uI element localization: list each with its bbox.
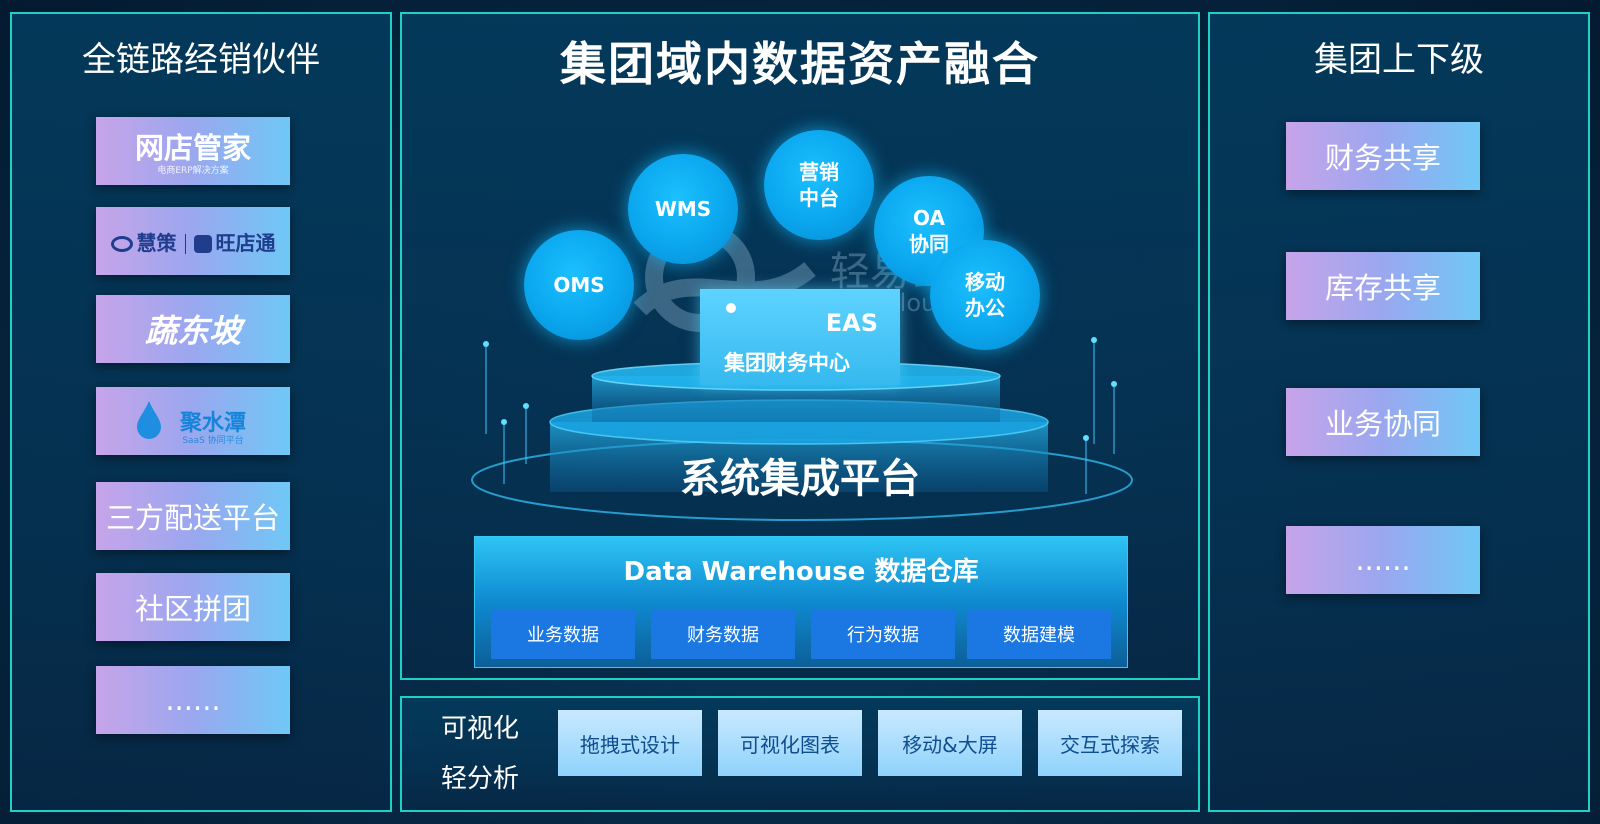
data-warehouse-title: Data Warehouse 数据仓库 — [623, 557, 979, 587]
partner-card-group-buy[interactable]: 社区拼团 — [96, 573, 290, 641]
glow-dot — [501, 419, 507, 425]
glow-dot — [483, 341, 489, 347]
group-card-more[interactable]: ...... — [1286, 526, 1480, 594]
status-dot — [726, 303, 736, 313]
eas-finance-center[interactable]: EAS 集团财务中心 — [700, 289, 900, 385]
partner-card-wangdian[interactable]: 网店管家 电商ERP解决方案 — [96, 117, 290, 185]
partner-name: 旺店通 — [215, 230, 276, 255]
visual-analytics-panel: 可视化 轻分析 拖拽式设计 可视化图表 移动&大屏 交互式探索 — [400, 696, 1200, 812]
partner-subtitle: SaaS 协同平台 — [182, 436, 244, 446]
data-fusion-title: 集团域内数据资产融合 — [560, 37, 1040, 91]
dw-item-finance-data[interactable]: 财务数据 — [651, 609, 795, 659]
partner-name: 社区拼团 — [134, 592, 251, 626]
partner-name: 蔬东坡 — [144, 312, 241, 350]
bubble-marketing-center[interactable]: 营销 中台 — [764, 130, 874, 240]
integration-platform-label: 系统集成平台 — [680, 456, 920, 502]
huice-logo-icon — [110, 236, 133, 252]
dw-item-business-data[interactable]: 业务数据 — [491, 609, 635, 659]
partner-subtitle: 电商ERP解决方案 — [157, 166, 229, 176]
dw-item-behavior-data[interactable]: 行为数据 — [811, 609, 955, 659]
label-line: 可视化 — [440, 714, 519, 744]
partner-card-shudongpo[interactable]: 蔬东坡 — [96, 295, 290, 363]
feature-visual-charts[interactable]: 可视化图表 — [718, 710, 862, 776]
partner-logo-pair: 慧策 旺店通 — [110, 227, 276, 256]
partners-panel: 全链路经销伙伴 网店管家 电商ERP解决方案 慧策 旺店通 蔬东坡 聚水潭 Saa… — [10, 12, 392, 812]
group-hierarchy-panel: 集团上下级 财务共享 库存共享 业务协同 ...... — [1208, 12, 1590, 812]
partner-name: 网店管家 — [134, 131, 251, 165]
partner-name: 慧策 — [136, 230, 177, 255]
feature-drag-design[interactable]: 拖拽式设计 — [558, 710, 702, 776]
glow-dot — [523, 403, 529, 409]
partner-card-delivery[interactable]: 三方配送平台 — [96, 482, 290, 550]
glow-dot — [1091, 337, 1097, 343]
partner-card-jushuitan[interactable]: 聚水潭 SaaS 协同平台 — [96, 387, 290, 455]
dw-item-data-modeling[interactable]: 数据建模 — [967, 609, 1111, 659]
wangdiantong-logo-icon — [193, 235, 212, 253]
visual-analytics-label: 可视化 轻分析 — [430, 704, 530, 804]
group-card-finance-sharing[interactable]: 财务共享 — [1286, 122, 1480, 190]
bubble-oms[interactable]: OMS — [524, 230, 634, 340]
group-hierarchy-title: 集团上下级 — [1314, 40, 1484, 80]
water-drop-icon — [134, 399, 164, 439]
data-fusion-panel: 集团域内数据资产融合 轻易云 QCloud OMS WMS 营销 中台 OA 协… — [400, 12, 1200, 680]
group-card-business-collab[interactable]: 业务协同 — [1286, 388, 1480, 456]
eas-sublabel: 集团财务中心 — [724, 351, 850, 375]
divider — [184, 234, 186, 254]
partner-card-huice[interactable]: 慧策 旺店通 — [96, 207, 290, 275]
feature-interactive-explore[interactable]: 交互式探索 — [1038, 710, 1182, 776]
feature-mobile-bigscreen[interactable]: 移动&大屏 — [878, 710, 1022, 776]
partner-name: 三方配送平台 — [105, 501, 280, 535]
partner-name: 聚水潭 — [179, 411, 246, 436]
glow-dot — [1083, 435, 1089, 441]
eas-label: EAS — [825, 309, 878, 337]
data-warehouse: Data Warehouse 数据仓库 业务数据 财务数据 行为数据 数据建模 — [474, 536, 1128, 668]
group-card-inventory-sharing[interactable]: 库存共享 — [1286, 252, 1480, 320]
bubble-mobile-office[interactable]: 移动 办公 — [930, 240, 1040, 350]
partner-name: ...... — [165, 683, 221, 717]
label-line: 轻分析 — [440, 764, 519, 794]
partners-title: 全链路经销伙伴 — [82, 40, 320, 80]
bubble-wms[interactable]: WMS — [628, 154, 738, 264]
glow-dot — [1111, 381, 1117, 387]
partner-card-more[interactable]: ...... — [96, 666, 290, 734]
